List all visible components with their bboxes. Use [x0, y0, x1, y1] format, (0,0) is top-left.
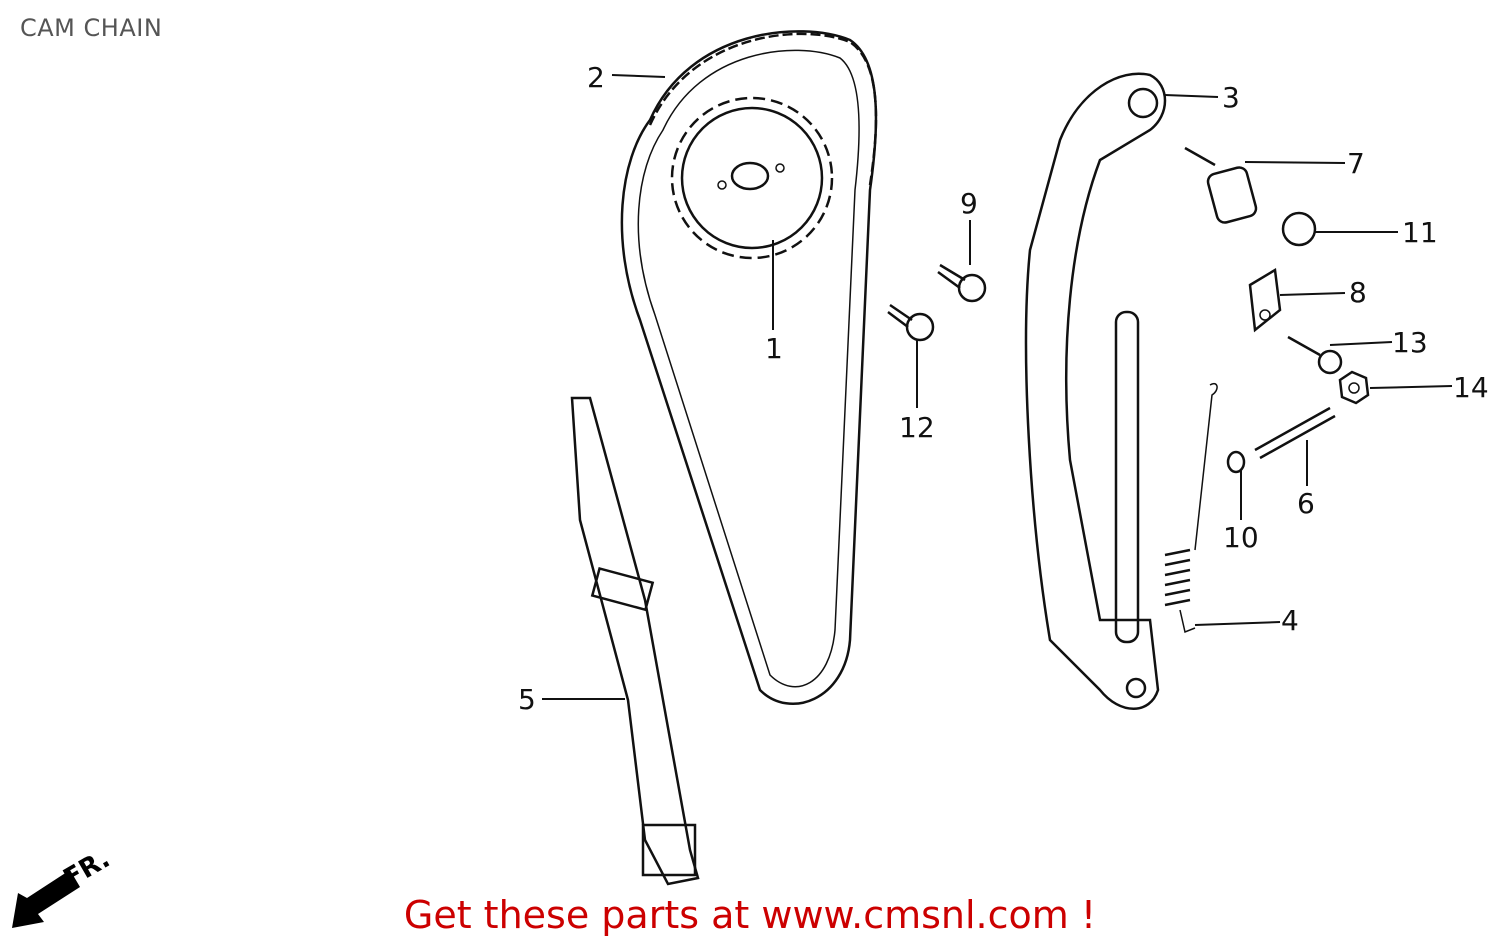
callout-14[interactable]: 14 [1453, 371, 1489, 404]
bolt-13[interactable] [1287, 335, 1343, 375]
bolt-9[interactable] [937, 263, 987, 303]
callout-11[interactable]: 11 [1402, 216, 1438, 249]
cam-chain[interactable] [620, 30, 878, 706]
callout-13[interactable]: 13 [1392, 326, 1428, 359]
cam-sprocket[interactable] [670, 96, 834, 260]
leader-lines [542, 74, 1453, 700]
callout-8[interactable]: 8 [1349, 276, 1367, 309]
tensioner-plunger-7[interactable] [1184, 146, 1258, 224]
cam-chain-guide[interactable] [570, 396, 700, 886]
callout-6[interactable]: 6 [1297, 487, 1315, 520]
plate-8[interactable] [1248, 267, 1282, 333]
callout-4[interactable]: 4 [1281, 604, 1299, 637]
o-ring-11[interactable] [1281, 211, 1317, 247]
diagram-title: CAM CHAIN [20, 14, 163, 42]
callout-10[interactable]: 10 [1223, 521, 1259, 554]
cam-chain-tensioner[interactable] [1024, 72, 1167, 710]
footer-link[interactable]: Get these parts at www.cmsnl.com ! [403, 893, 1097, 937]
washer-10[interactable] [1226, 450, 1246, 474]
bolt-12[interactable] [887, 303, 935, 342]
callout-2[interactable]: 2 [587, 61, 605, 94]
callout-5[interactable]: 5 [518, 683, 536, 716]
nut-14[interactable] [1338, 370, 1370, 405]
callout-7[interactable]: 7 [1347, 147, 1365, 180]
tensioner-spring[interactable] [1164, 383, 1218, 634]
callout-1[interactable]: 1 [765, 332, 783, 365]
stud-6[interactable] [1254, 406, 1336, 460]
callout-9[interactable]: 9 [960, 187, 978, 220]
callout-12[interactable]: 12 [899, 411, 935, 444]
callout-3[interactable]: 3 [1222, 81, 1240, 114]
